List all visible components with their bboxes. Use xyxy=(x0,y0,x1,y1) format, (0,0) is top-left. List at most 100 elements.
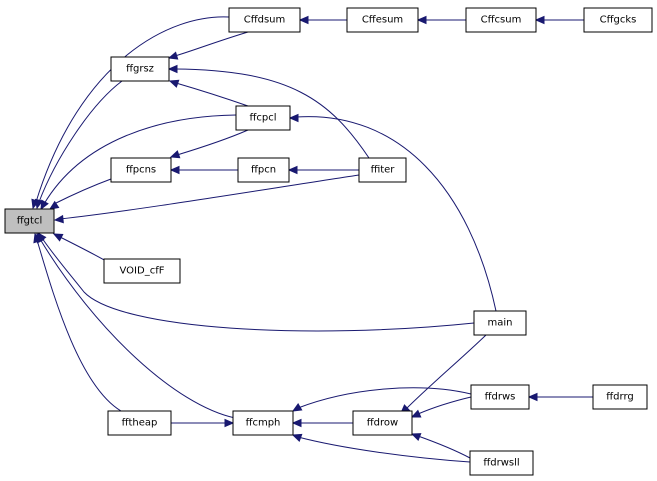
node-ffdrws[interactable]: ffdrws xyxy=(470,384,530,410)
node-label: fftheap xyxy=(122,418,158,429)
edge-line xyxy=(43,114,237,205)
arrowhead xyxy=(410,409,422,418)
node-ffcmph[interactable]: ffcmph xyxy=(232,410,294,436)
arrowhead xyxy=(169,150,181,159)
edge-cffdsum-to-ffgrsz xyxy=(167,31,249,60)
node-label: ffcpcl xyxy=(249,113,276,124)
edge-ffdrow-to-ffcmph xyxy=(291,418,353,428)
node-ffdrow[interactable]: ffdrow xyxy=(352,410,413,436)
edge-ffpcns-to-ffgtcl xyxy=(48,178,112,210)
edge-ffiter-to-ffpcn xyxy=(287,165,359,175)
arrowhead xyxy=(168,79,180,88)
node-ffgtcl[interactable]: ffgtcl xyxy=(4,208,55,234)
edge-cffesum-to-cffdsum xyxy=(298,15,347,25)
arrowhead xyxy=(298,15,309,25)
edge-line xyxy=(39,238,236,419)
node-fftheap[interactable]: fftheap xyxy=(107,410,172,436)
arrowhead xyxy=(34,198,44,210)
edge-cffgcks-to-cffcsum xyxy=(534,15,584,25)
edge-line xyxy=(35,16,230,203)
edge-ffdrws-to-ffcmph xyxy=(291,387,472,412)
node-label: main xyxy=(488,318,513,329)
edge-line xyxy=(175,82,249,107)
edge-line xyxy=(59,174,360,220)
arrowhead xyxy=(416,15,427,25)
edge-line xyxy=(417,396,472,415)
node-ffpcns[interactable]: ffpcns xyxy=(110,157,172,183)
node-ffpcn[interactable]: ffpcn xyxy=(237,157,290,183)
edge-ffdrwsll-to-ffcmph xyxy=(291,433,471,463)
node-ffcpcl[interactable]: ffcpcl xyxy=(235,105,291,131)
arrowhead xyxy=(534,15,545,25)
edge-main-to-ffgtcl xyxy=(37,232,475,332)
node-ffdrrg[interactable]: ffdrrg xyxy=(592,384,648,410)
edge-ffiter-to-ffgrsz xyxy=(167,64,370,159)
node-cffgcks[interactable]: Cffgcks xyxy=(583,7,653,33)
arrowhead xyxy=(48,200,60,210)
node-cffdsum[interactable]: Cffdsum xyxy=(228,7,301,33)
edge-ffpcn-to-ffpcns xyxy=(169,165,238,175)
node-ffgrsz[interactable]: ffgrsz xyxy=(110,56,170,82)
node-label: ffpcn xyxy=(251,165,276,176)
node-label: VOID_cfF xyxy=(120,266,165,277)
edge-line xyxy=(174,68,370,159)
arrowhead xyxy=(52,233,64,242)
arrowhead xyxy=(287,165,298,175)
node-label: ffgtcl xyxy=(17,216,42,227)
edge-line xyxy=(405,334,487,410)
edge-line xyxy=(295,116,497,312)
edge-line xyxy=(36,239,122,412)
node-label: ffiter xyxy=(371,165,396,176)
node-label: ffpcns xyxy=(126,165,156,176)
edge-ffcpcl-to-ffgrsz xyxy=(168,79,249,107)
arrowhead xyxy=(53,214,64,224)
edge-line xyxy=(297,436,471,463)
edge-line xyxy=(417,435,471,459)
node-ffdrwsll[interactable]: ffdrwsll xyxy=(469,450,534,476)
arrowhead xyxy=(527,392,538,402)
edge-layer xyxy=(31,15,593,463)
edge-ffcpcl-to-ffgtcl xyxy=(40,114,237,211)
node-ffiter[interactable]: ffiter xyxy=(358,157,407,183)
edge-void_cff-to-ffgtcl xyxy=(52,233,107,262)
arrowhead xyxy=(224,418,235,428)
arrowhead xyxy=(167,51,179,60)
arrowhead xyxy=(291,403,303,412)
node-label: ffdrwsll xyxy=(483,458,519,469)
node-label: Cffesum xyxy=(362,15,403,26)
edge-ffdrrg-to-ffdrws xyxy=(527,392,593,402)
arrowhead xyxy=(40,199,49,211)
arrowhead xyxy=(410,433,422,442)
edge-ffdrws-to-ffdrow xyxy=(410,396,472,418)
node-label: ffdrws xyxy=(485,392,516,403)
edge-ffgrsz-to-ffgtcl xyxy=(34,80,123,210)
edge-line xyxy=(38,80,123,203)
node-label: Cffdsum xyxy=(244,15,286,26)
edge-cffcsum-to-cffesum xyxy=(416,15,466,25)
edge-line xyxy=(57,235,107,262)
node-label: ffcmph xyxy=(246,418,281,429)
node-label: Cffcsum xyxy=(481,15,522,26)
arrowhead xyxy=(291,418,302,428)
node-label: ffdrow xyxy=(367,418,398,429)
edge-ffdrwsll-to-ffdrow xyxy=(410,433,471,459)
edge-line xyxy=(297,387,472,409)
arrowhead xyxy=(167,64,178,74)
edge-fftheap-to-ffcmph xyxy=(171,418,235,428)
edge-ffiter-to-ffgtcl xyxy=(53,174,360,224)
node-label: ffgrsz xyxy=(126,64,154,75)
edge-ffcmph-to-ffgtcl xyxy=(36,232,236,419)
edge-main-to-ffcpcl xyxy=(288,113,497,312)
node-label: ffdrrg xyxy=(606,392,633,403)
node-label: Cffgcks xyxy=(600,15,637,26)
arrowhead xyxy=(169,165,180,175)
edge-line xyxy=(53,178,112,205)
node-cffesum[interactable]: Cffesum xyxy=(346,7,419,33)
arrowhead xyxy=(288,113,299,123)
node-cffcsum[interactable]: Cffcsum xyxy=(465,7,537,33)
edge-line xyxy=(174,31,249,57)
node-main[interactable]: main xyxy=(473,310,527,336)
edge-line xyxy=(176,129,249,156)
edge-line xyxy=(41,237,475,332)
node-void-cff[interactable]: VOID_cfF xyxy=(103,258,181,284)
